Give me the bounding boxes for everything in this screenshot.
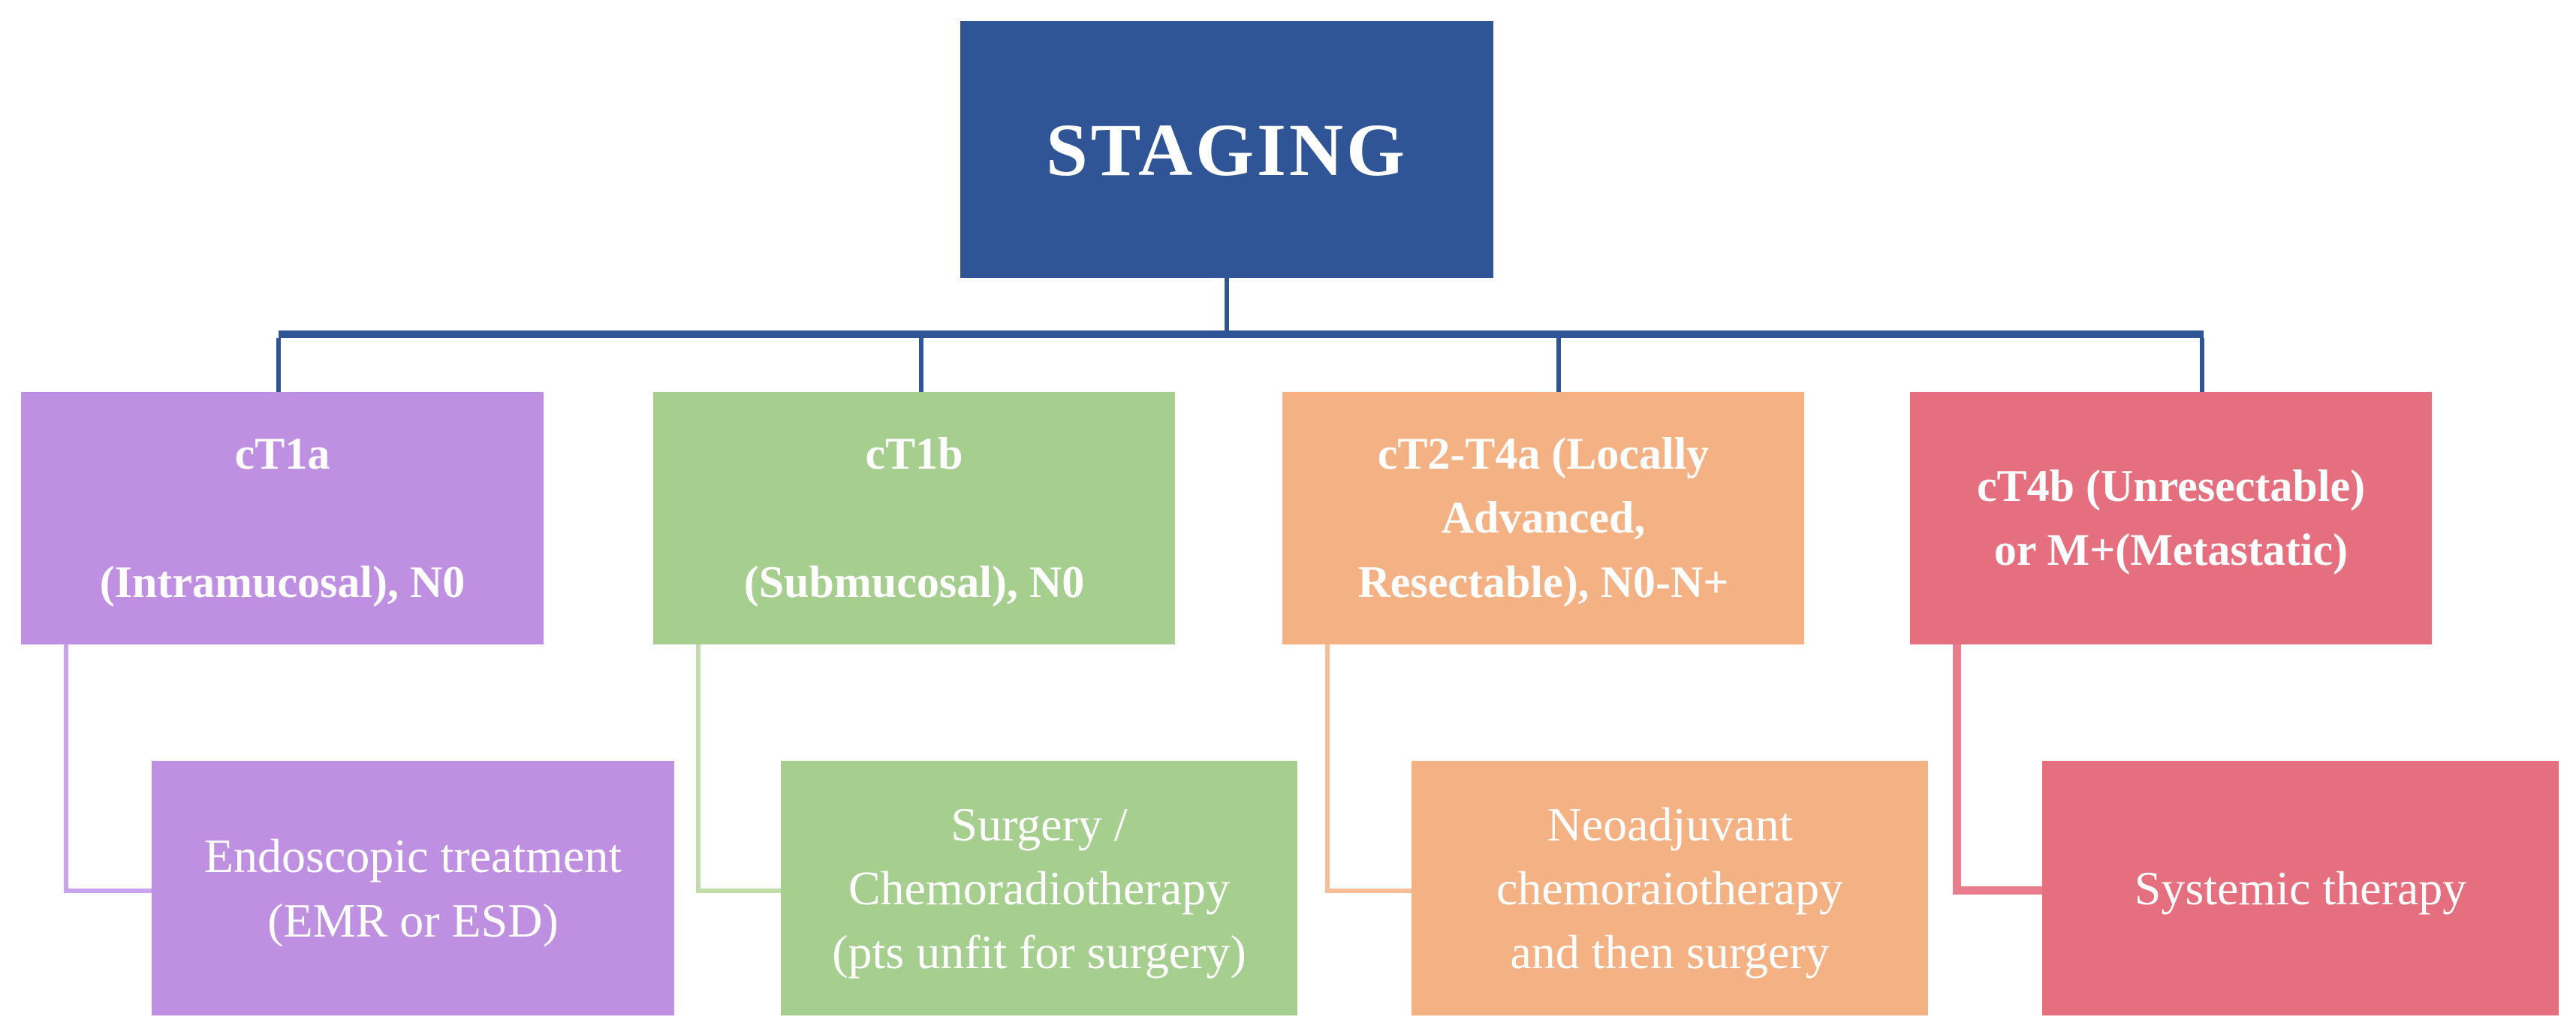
connector-ct1a-vertical [64,644,68,893]
root-node-staging: STAGING [960,21,1493,278]
stage-box-ct1b: cT1b (Submucosal), N0 [653,392,1175,644]
stage-text-line: cT2-T4a (Locally [1377,429,1710,479]
treatment-box-ct2t4a: Neoadjuvant chemoraiotherapy and then su… [1412,761,1928,1015]
stage-text-line: or M+(Metastatic) [1993,525,2349,575]
connector-root-stem [1225,278,1229,330]
connector-ct2t4a-horizontal [1325,889,1412,893]
connector-horizontal-bar [279,330,2204,338]
stage-box-ct2t4a: cT2-T4a (Locally Advanced, Resectable), … [1282,392,1804,644]
treatment-box-ct1b: Surgery / Chemoradiotherapy (pts unfit f… [781,761,1297,1015]
connector-ct4b-horizontal [1953,886,2042,895]
treatment-text-line: Surgery / [951,797,1128,851]
treatment-text-line: chemoraiotherapy [1496,861,1843,915]
treatment-text-line: Endoscopic treatment [203,829,622,883]
treatment-text-line: (EMR or ESD) [267,893,559,947]
stage-text-line: cT1a [234,428,330,478]
stage-text-line: cT4b (Unresectable) [1976,460,2366,511]
root-label: STAGING [1046,107,1408,192]
treatment-text-line: Chemoradiotherapy [848,861,1231,915]
stage-box-ct1a: cT1a (Intramucosal), N0 [21,392,544,644]
connector-ct1b-horizontal [696,889,781,893]
stage-box-ct4b: cT4b (Unresectable) or M+(Metastatic) [1910,392,2432,644]
stage-text-line: Resectable), N0-N+ [1357,557,1729,607]
connector-ct4b-vertical [1953,644,1961,895]
treatment-text-line: and then surgery [1510,925,1830,979]
treatment-box-ct1a: Endoscopic treatment (EMR or ESD) [152,761,674,1015]
stage-text-line: (Submucosal), N0 [743,557,1085,607]
connector-drop-ct1a [276,338,281,393]
treatment-box-ct4b: Systemic therapy [2042,761,2559,1015]
stage-text-line: Advanced, [1441,493,1646,543]
connector-drop-ct1b [919,338,923,393]
treatment-text-line: (pts unfit for surgery) [832,925,1246,979]
connector-ct1b-vertical [696,644,700,893]
treatment-text-line: Systemic therapy [2134,861,2467,915]
treatment-text-line: Neoadjuvant [1547,797,1793,851]
connector-ct1a-horizontal [64,889,152,893]
connector-drop-ct4b [2200,338,2204,393]
stage-text-line: cT1b [865,428,963,478]
connector-ct2t4a-vertical [1325,644,1330,893]
connector-drop-ct2t4a [1556,338,1561,393]
stage-text-line: (Intramucosal), N0 [99,557,465,607]
